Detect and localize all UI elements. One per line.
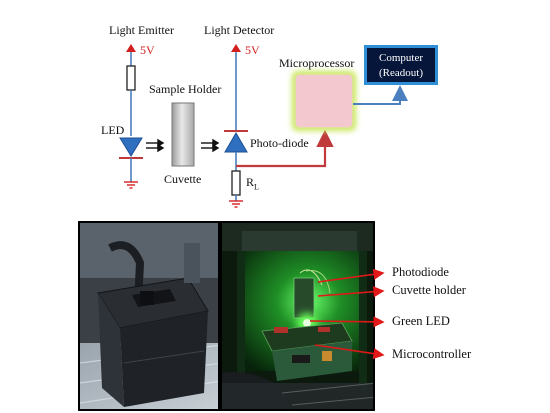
computer-readout-box: Computer (Readout) [364, 45, 438, 85]
microprocessor-block [294, 73, 354, 129]
detector-ground-icon [229, 200, 243, 208]
signal-wire [236, 129, 334, 168]
resistor-subscript: L [254, 182, 259, 192]
device-interior-photo [220, 221, 375, 411]
emitter-resistor [126, 65, 136, 91]
cuvette-label: Cuvette [164, 172, 202, 186]
data-wire [353, 85, 408, 105]
device-exterior-photo [78, 221, 220, 411]
emitter-title: Light Emitter [109, 23, 174, 37]
cuvette-holder-annotation: Cuvette holder [392, 283, 466, 297]
green-led-annotation: Green LED [392, 314, 450, 328]
microprocessor-label: Microprocessor [279, 56, 355, 70]
circuit-schematic [119, 44, 408, 208]
detector-title: Light Detector [204, 23, 275, 37]
emitter-voltage: 5V [140, 43, 155, 57]
detector-supply-arrow [231, 44, 241, 52]
photodiode-annotation: Photodiode [392, 265, 449, 279]
led-label: LED [101, 123, 125, 137]
emitter-ground-icon [124, 181, 138, 189]
transmitted-light-arrows [201, 138, 220, 153]
cuvette [171, 102, 195, 167]
resistor-label: RL [246, 175, 259, 192]
detector-voltage: 5V [245, 43, 260, 57]
load-resistor [231, 170, 241, 196]
computer-label: Computer [379, 52, 423, 64]
photodiode-symbol [224, 132, 248, 153]
sample-holder-label: Sample Holder [149, 82, 222, 96]
microcontroller-annotation: Microcontroller [392, 347, 472, 361]
photodiode-label: Photo-diode [250, 136, 309, 150]
readout-label: (Readout) [379, 67, 423, 79]
emitted-light-arrows [146, 138, 165, 153]
led-diode-symbol [119, 137, 143, 157]
emitter-supply-arrow [126, 44, 136, 52]
